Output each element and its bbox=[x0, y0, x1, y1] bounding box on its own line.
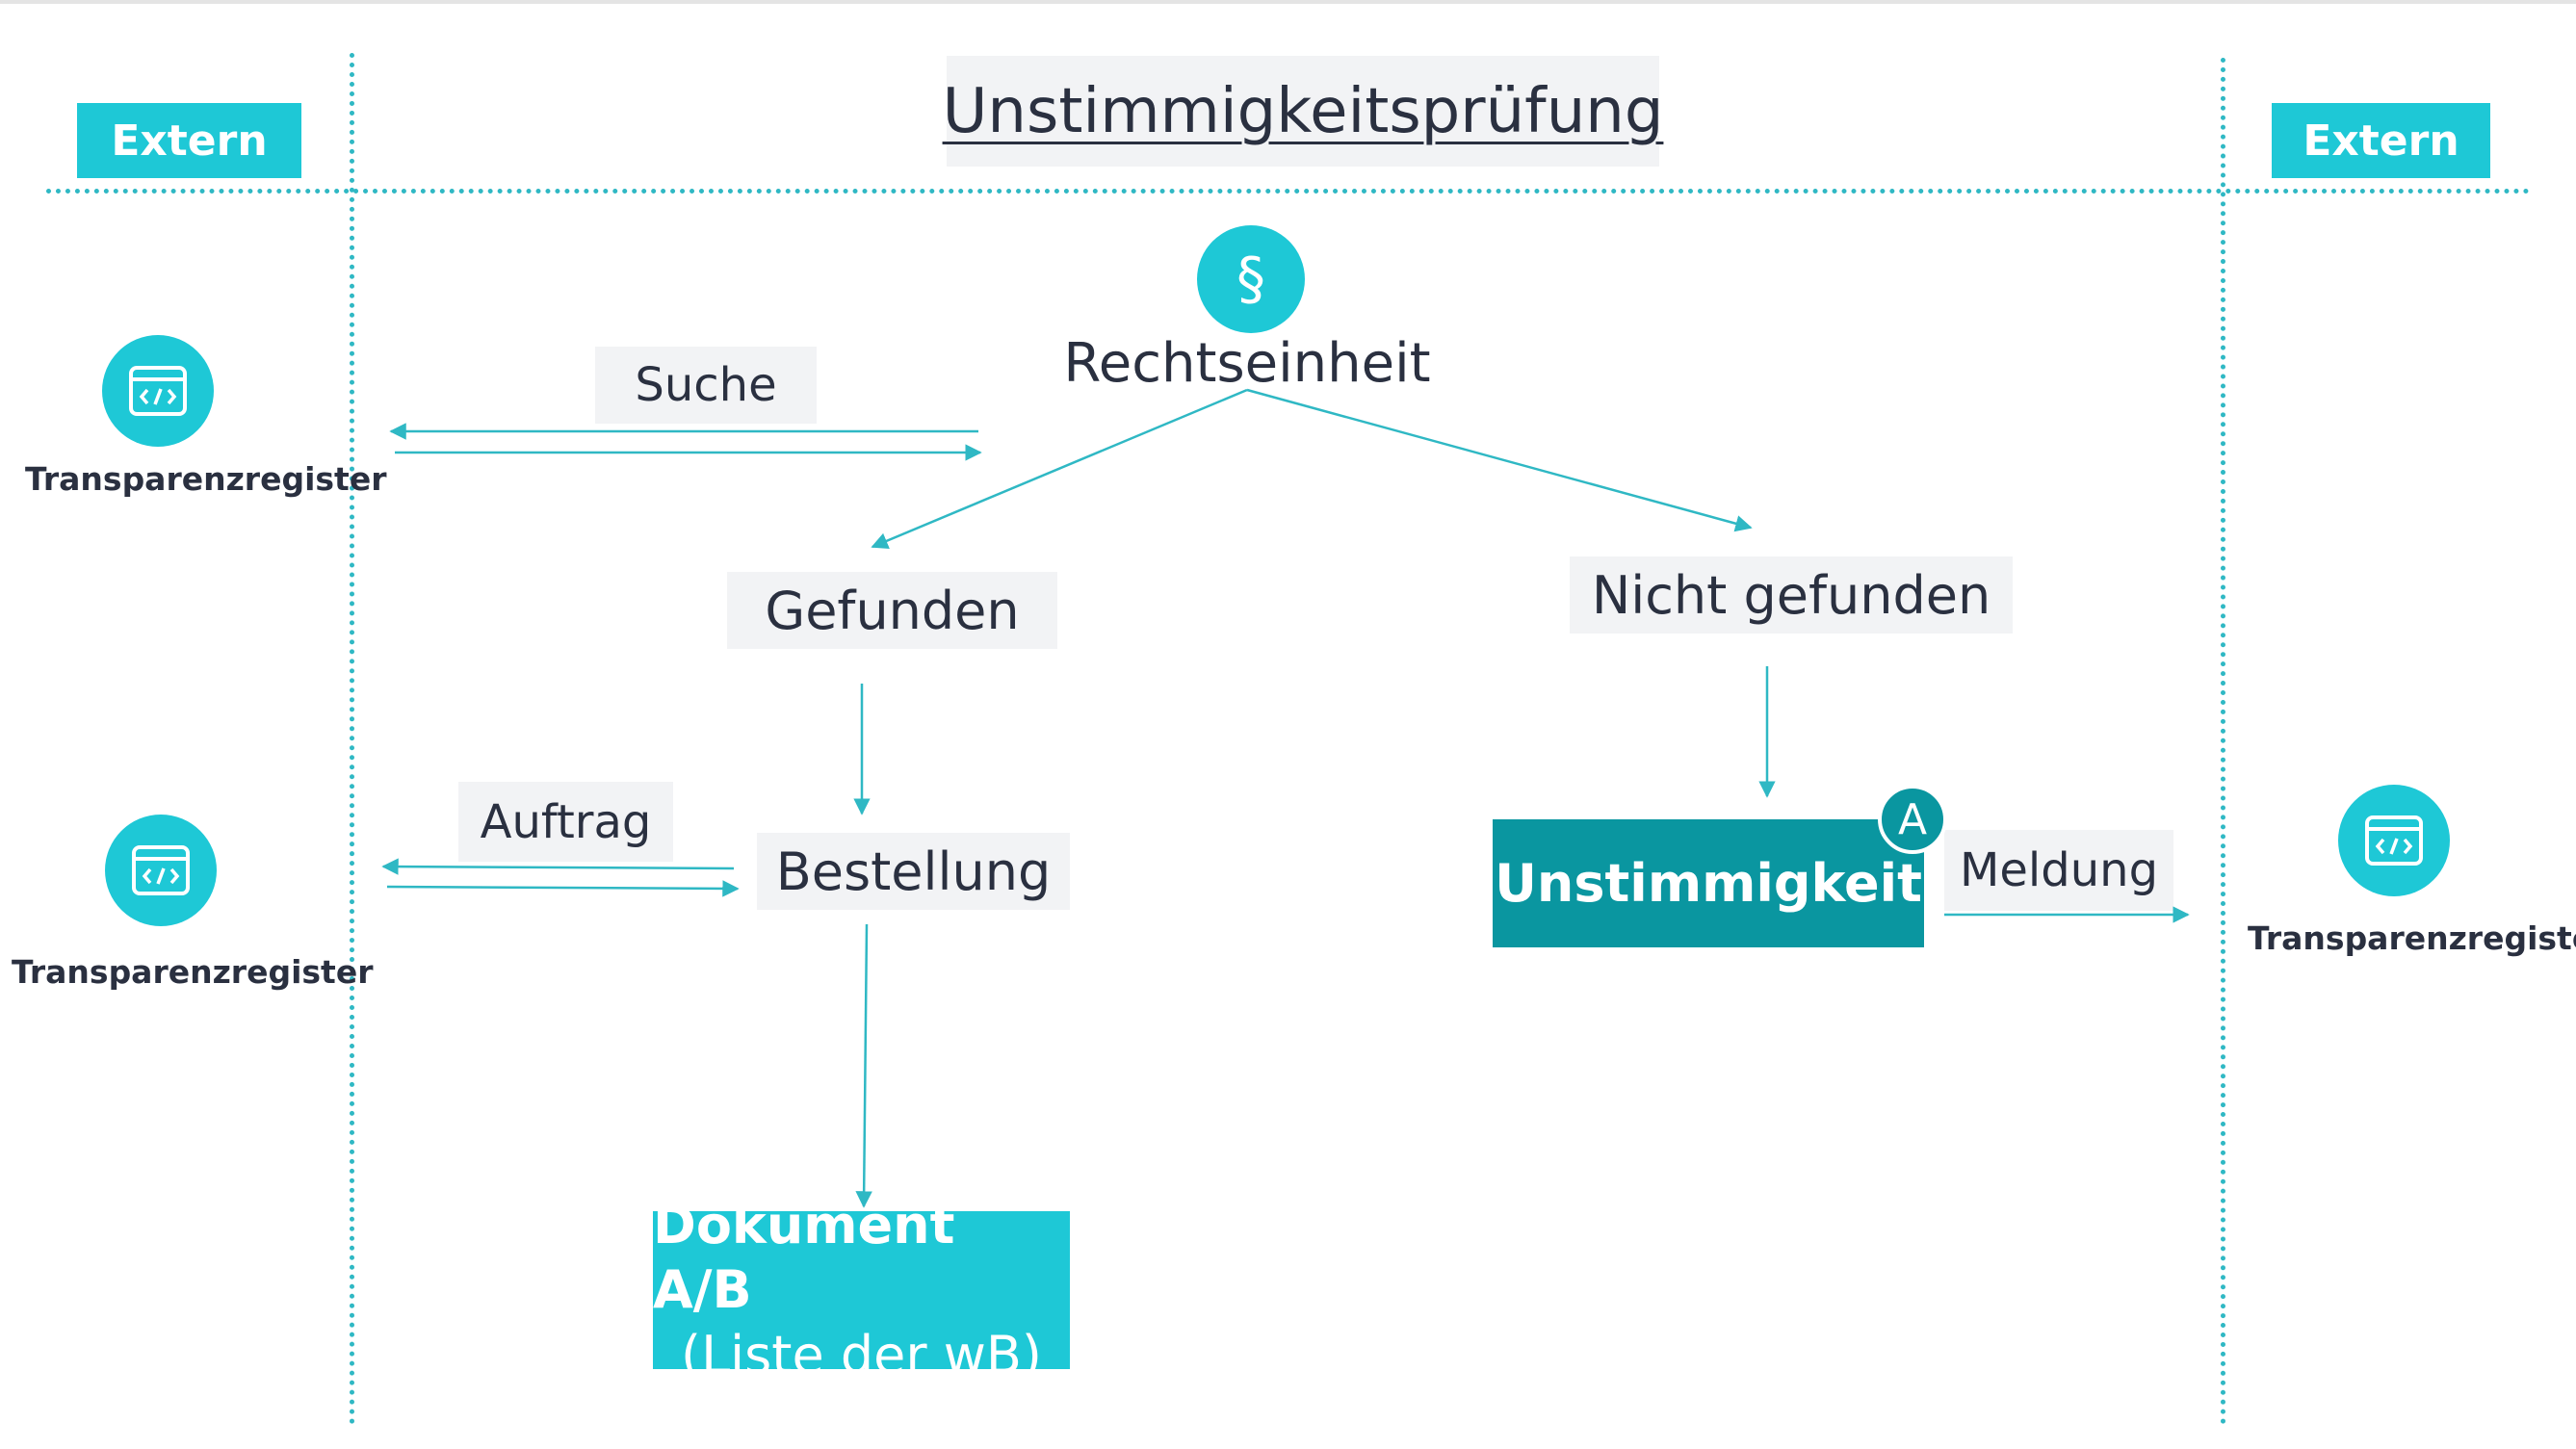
gefunden-node: Gefunden bbox=[727, 572, 1057, 649]
auftrag-label: Auftrag bbox=[458, 782, 673, 862]
extern-label-right-text: Extern bbox=[2303, 116, 2459, 166]
lane-divider-right bbox=[2221, 58, 2225, 1425]
arrow-to-nicht-gefunden bbox=[1246, 388, 1753, 532]
page-title: Unstimmigkeitsprüfung bbox=[942, 75, 1664, 147]
title-box: Unstimmigkeitsprüfung bbox=[943, 56, 1663, 167]
extern-label-left: Extern bbox=[77, 103, 301, 178]
code-window-icon bbox=[132, 845, 190, 895]
extern-label-left-text: Extern bbox=[111, 116, 268, 166]
register-label-right: Transparenzregister bbox=[2248, 919, 2576, 957]
nicht-gefunden-node: Nicht gefunden bbox=[1570, 556, 2013, 634]
register-icon-bottom-left bbox=[105, 815, 217, 926]
dokument-node: Dokument A/B (Liste der wB) bbox=[653, 1195, 1070, 1385]
register-icon-right bbox=[2338, 785, 2450, 896]
dokument-title: Dokument A/B bbox=[653, 1194, 955, 1321]
header-divider bbox=[46, 189, 2531, 194]
lane-divider-left bbox=[350, 53, 354, 1425]
bestellung-node: Bestellung bbox=[757, 833, 1070, 910]
top-border bbox=[0, 0, 2576, 4]
auftrag-arrow-left bbox=[381, 858, 735, 875]
paragraph-icon: § bbox=[1197, 225, 1305, 333]
extern-label-right: Extern bbox=[2272, 103, 2490, 178]
rechtseinheit-node: Rechtseinheit bbox=[1063, 331, 1431, 395]
arrow-to-gefunden bbox=[871, 388, 1248, 549]
dokument-subtitle: (Liste der wB) bbox=[681, 1324, 1042, 1385]
suche-label: Suche bbox=[595, 347, 817, 424]
register-icon-top-left bbox=[102, 335, 214, 447]
arrow-to-dokument bbox=[855, 923, 872, 1208]
unstimmigkeit-node: Unstimmigkeit bbox=[1493, 819, 1924, 947]
auftrag-arrow-right bbox=[386, 880, 740, 897]
code-window-icon bbox=[2365, 815, 2423, 866]
code-window-icon bbox=[129, 366, 187, 416]
meldung-label: Meldung bbox=[1944, 830, 2173, 911]
unstimmigkeit-badge: A bbox=[1878, 785, 1947, 854]
register-label-top-left: Transparenzregister bbox=[25, 460, 387, 498]
register-label-bottom-left: Transparenzregister bbox=[12, 953, 374, 991]
